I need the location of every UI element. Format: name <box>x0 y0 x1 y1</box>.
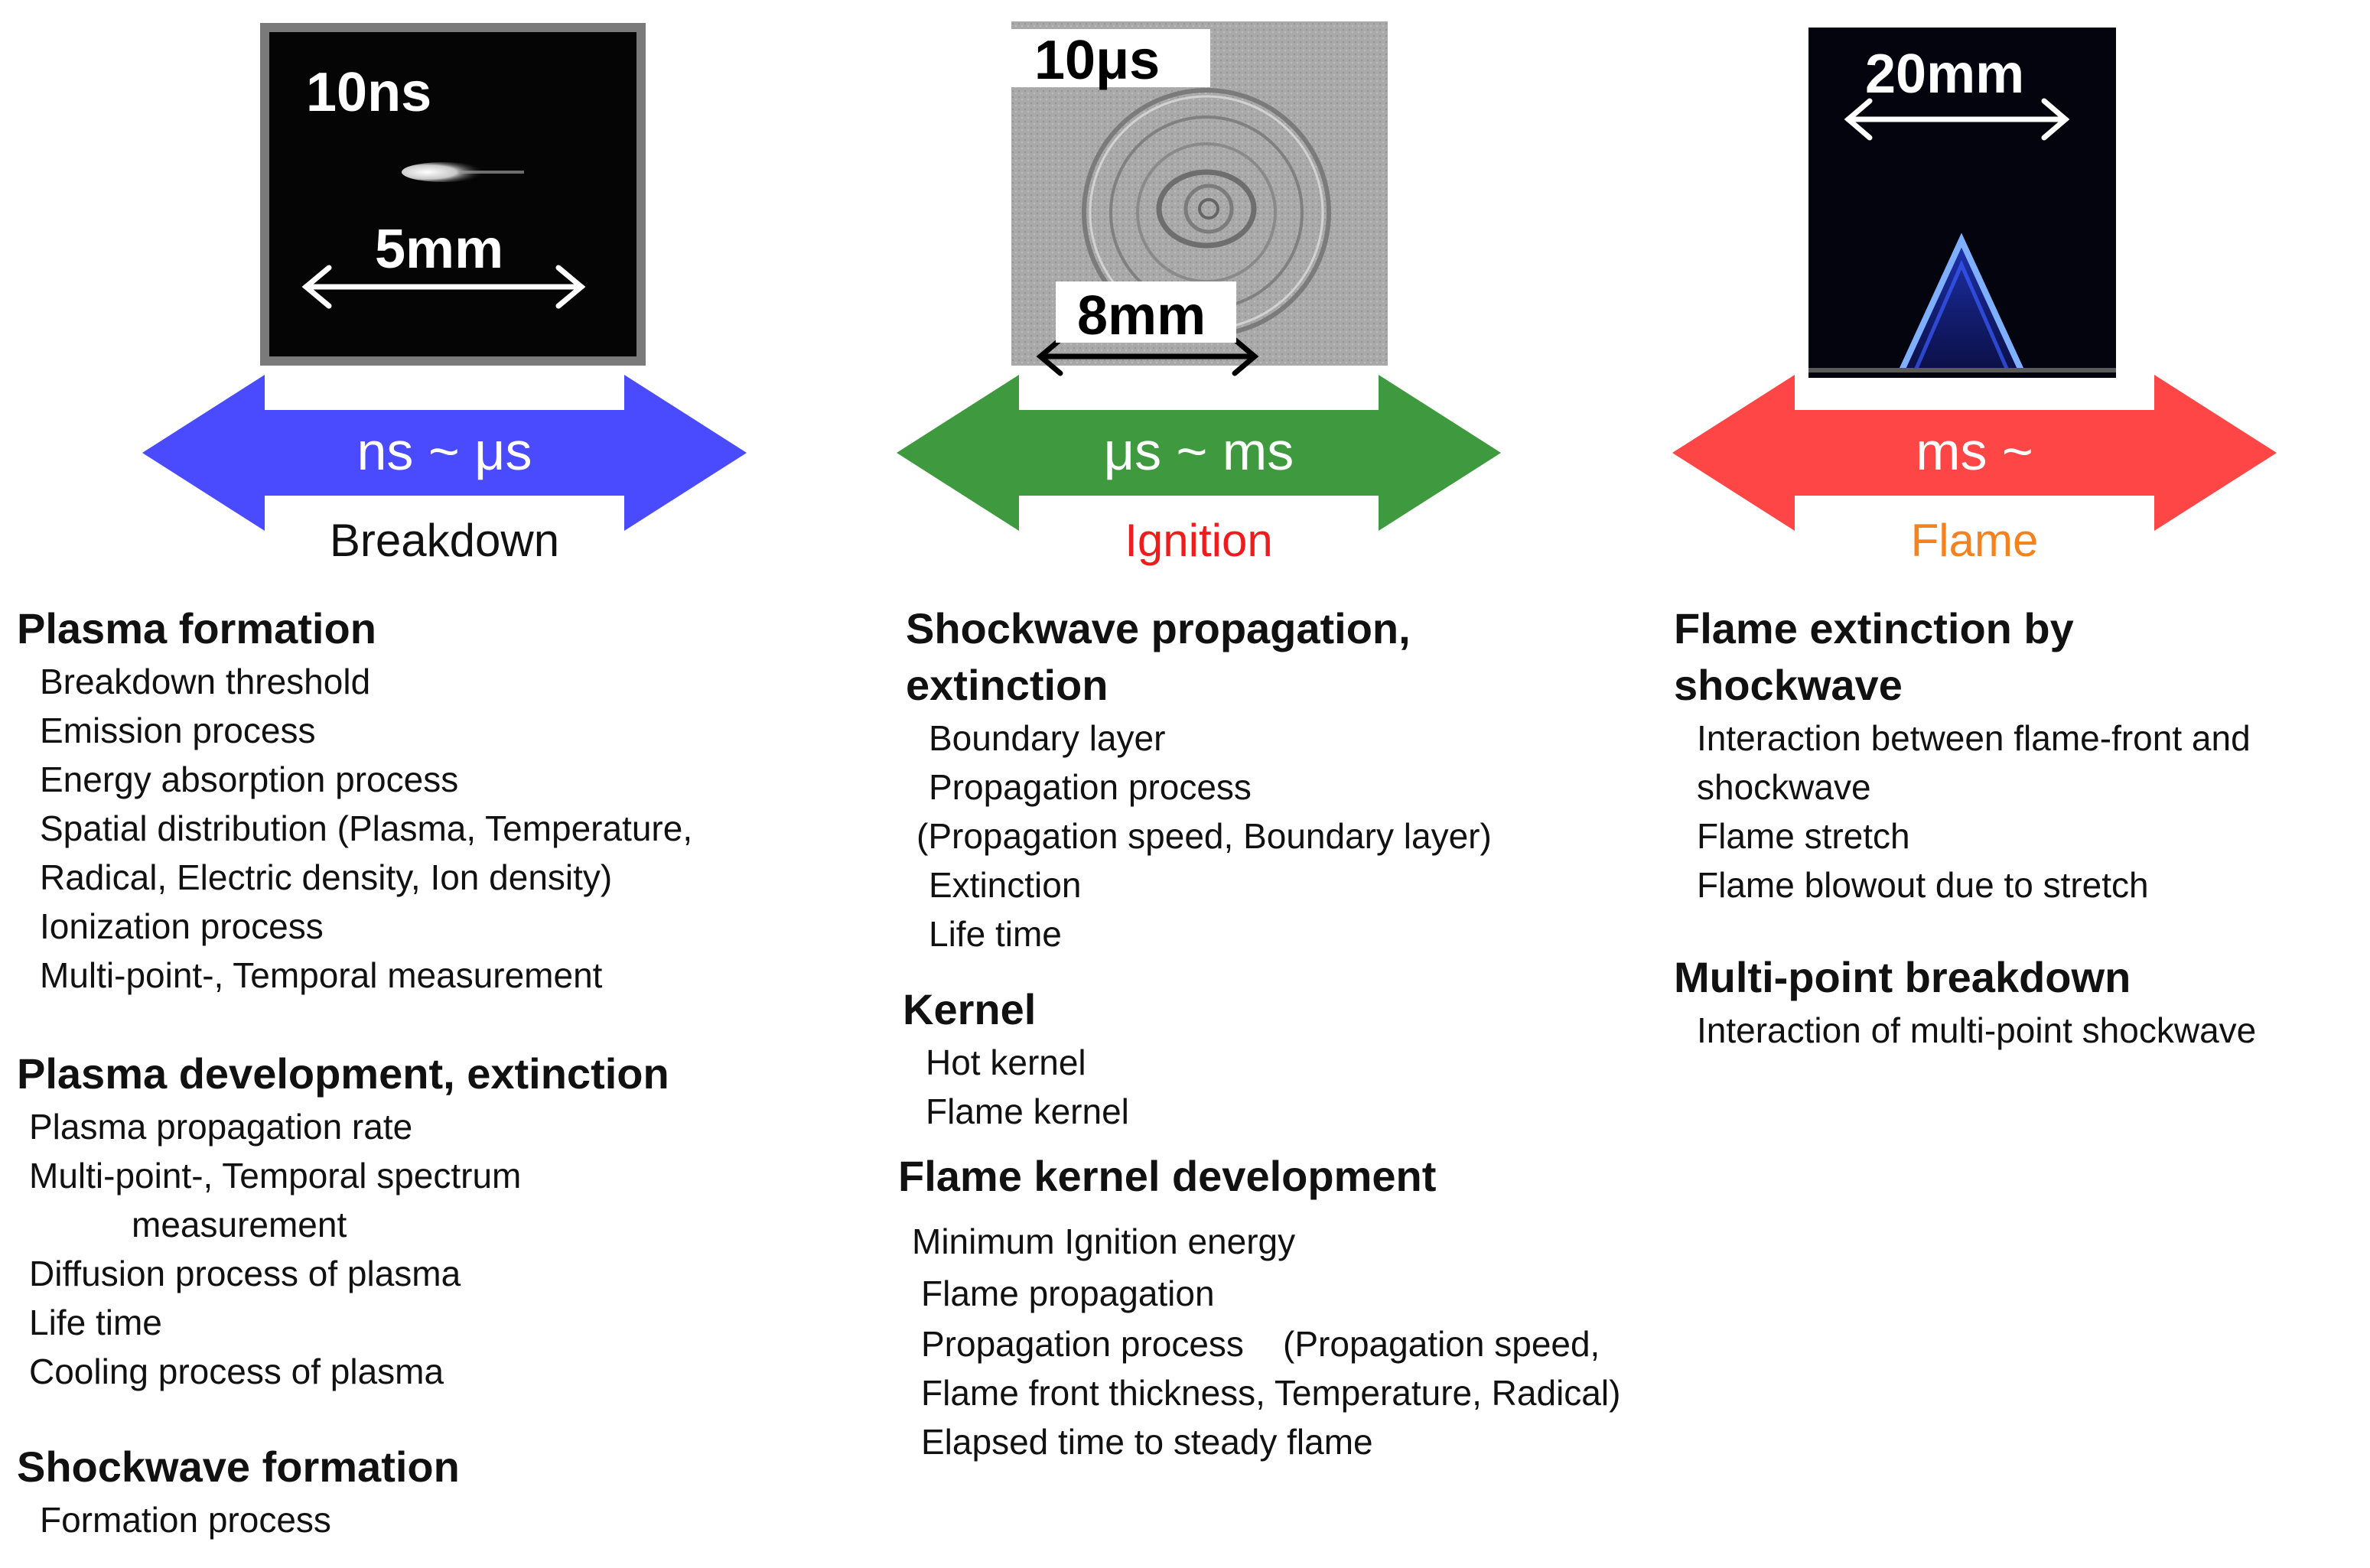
section-heading: Kernel <box>903 985 1037 1033</box>
section-heading: Flame extinction by <box>1674 604 2074 652</box>
section-heading: Shockwave formation <box>17 1443 460 1491</box>
arrow-shape <box>1672 375 2277 531</box>
section-heading: Shockwave propagation, <box>906 604 1411 652</box>
list-item: Hot kernel <box>926 1043 1086 1082</box>
length-scale-label: 20mm <box>1865 44 2025 105</box>
double-arrow-icon <box>301 265 586 309</box>
list-item: Spatial distribution (Plasma, Temperatur… <box>40 808 693 848</box>
flame-photo <box>1808 28 2116 378</box>
flame-image: 20mm <box>1808 28 2116 378</box>
shockwave-image: 10μs 8mm <box>1011 21 1388 412</box>
timescale-arrow-breakdown: ns ~ μs <box>142 375 747 531</box>
list-item: Minimum Ignition energy <box>912 1222 1296 1261</box>
arrow-shape <box>142 375 747 531</box>
length-scale-label: 5mm <box>375 219 504 280</box>
list-item: Flame front thickness, Temperature, Radi… <box>921 1373 1621 1413</box>
list-item: Multi-point-, Temporal spectrum <box>29 1156 522 1196</box>
time-label-box <box>1011 29 1210 87</box>
phase-label-breakdown: Breakdown <box>329 515 560 566</box>
list-item: Life time <box>929 914 1062 954</box>
list-item: Propagation process <box>929 767 1252 807</box>
list-item: Multi-point-, Temporal measurement <box>40 955 603 995</box>
list-item: Boundary layer <box>929 718 1166 758</box>
list-item: Extinction <box>929 865 1082 905</box>
time-scale-label: 10ns <box>306 62 432 123</box>
timescale-arrow-flame: ms ~ <box>1672 375 2277 531</box>
list-item: Flame propagation <box>921 1274 1215 1313</box>
list-item: Formation process <box>40 1500 331 1540</box>
section-heading: extinction <box>906 661 1108 709</box>
list-item: Flame kernel <box>926 1091 1129 1131</box>
list-item: Breakdown threshold <box>40 662 371 701</box>
arrow-shape <box>897 375 1501 531</box>
phase-label-flame: Flame <box>1910 515 2039 566</box>
time-scale-label: 10μs <box>1034 30 1161 91</box>
scale-label-box <box>1056 281 1236 343</box>
list-item: Ionization process <box>40 906 324 946</box>
list-item: shockwave <box>1697 767 1871 807</box>
list-item: Energy absorption process <box>40 760 459 799</box>
list-item: Plasma propagation rate <box>29 1107 413 1147</box>
list-item: Interaction between flame-front and <box>1697 718 2251 758</box>
timescale-arrow-ignition: μs ~ ms <box>897 375 1501 531</box>
list-item: Flame stretch <box>1697 816 1910 856</box>
list-item: Diffusion process of plasma <box>29 1254 461 1293</box>
section-heading: Flame kernel development <box>898 1152 1437 1200</box>
list-item: Flame blowout due to stretch <box>1697 865 2149 905</box>
plasma-breakdown-image: 10ns 5mm <box>260 23 646 366</box>
list-item: Life time <box>29 1303 162 1342</box>
section-heading: Plasma formation <box>17 604 376 652</box>
plasma-emission-photo <box>269 32 636 356</box>
list-item: Elapsed time to steady flame <box>921 1422 1373 1462</box>
section-heading: Plasma development, extinction <box>17 1049 669 1098</box>
timescale-range-label: ms ~ <box>1916 421 2033 481</box>
list-item: Emission process <box>40 711 316 750</box>
list-item: measurement <box>132 1205 347 1244</box>
timescale-range-label: μs ~ ms <box>1103 421 1294 481</box>
list-item: Cooling process of plasma <box>29 1352 444 1391</box>
double-arrow-icon <box>1036 337 1259 376</box>
timescale-range-label: ns ~ μs <box>356 421 532 481</box>
list-item: Radical, Electric density, Ion density) <box>40 857 613 897</box>
length-scale-label: 8mm <box>1077 285 1206 346</box>
phase-label-ignition: Ignition <box>1125 515 1273 566</box>
flame-topics: Flame extinction by shockwave Interactio… <box>1674 600 2256 1055</box>
section-heading: Multi-point breakdown <box>1674 953 2131 1001</box>
ignition-topics: Shockwave propagation, extinction Bounda… <box>898 600 1621 1466</box>
breakdown-topics: Plasma formation Breakdown threshold Emi… <box>17 600 692 1544</box>
list-item: Propagation process (Propagation speed, <box>921 1324 1600 1364</box>
list-item: Interaction of multi-point shockwave <box>1697 1010 2257 1050</box>
section-heading: shockwave <box>1674 661 1903 709</box>
list-item: (Propagation speed, Boundary layer) <box>916 816 1492 856</box>
double-arrow-icon <box>1844 98 2070 141</box>
